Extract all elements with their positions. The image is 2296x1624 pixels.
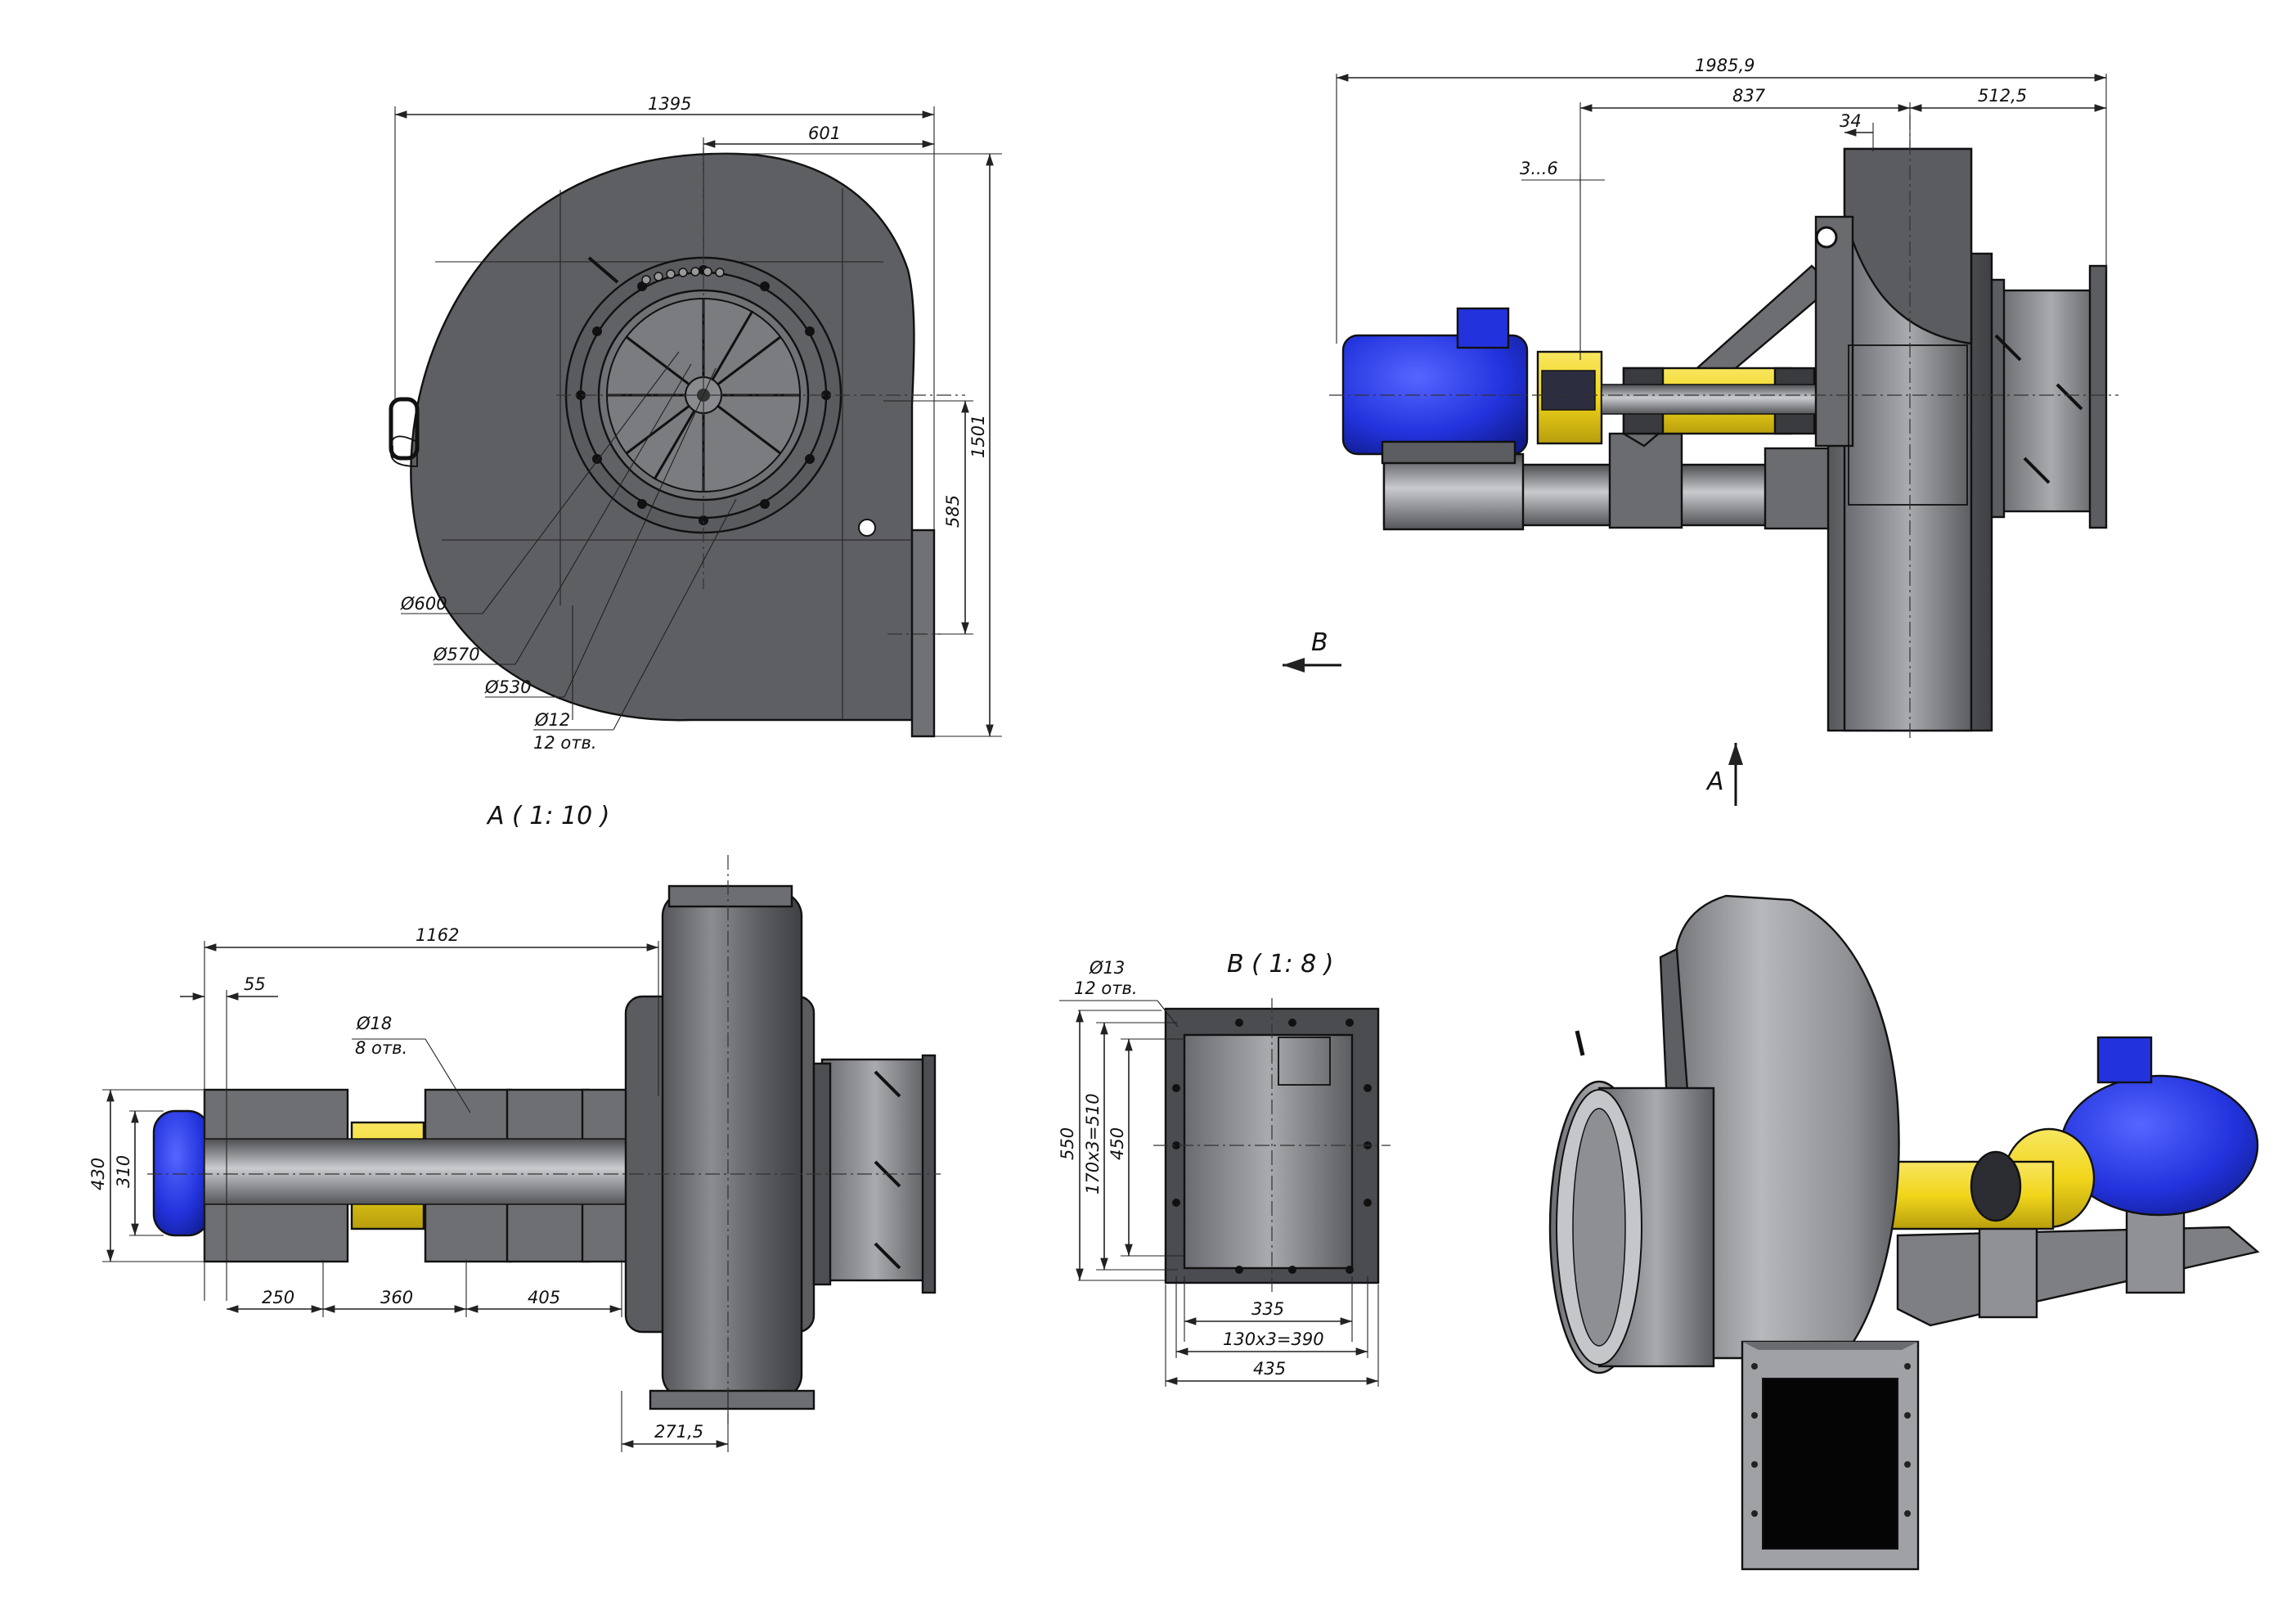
base-block-1 [1382, 452, 1525, 531]
motor-end-blue [152, 1109, 211, 1237]
shaft-a [204, 1138, 663, 1205]
dim-front-1501: 1501 [968, 415, 988, 458]
dim-front-585: 585 [943, 495, 963, 528]
dim-side-1985: 1985,9 [1695, 56, 1755, 75]
view-label-a: A [1705, 767, 1724, 796]
render-inlet-inner [1572, 1108, 1626, 1347]
lifting-eye [1815, 226, 1838, 249]
dim-b-d13: Ø13 [1089, 958, 1125, 978]
scroll-top-a [667, 884, 793, 908]
inlet-cone [1998, 289, 2104, 513]
shaft [1601, 384, 1848, 415]
dim-a-8holes: 8 отв. [355, 1038, 407, 1058]
dim-a-55: 55 [244, 974, 266, 994]
scroll-panel [1848, 344, 1968, 506]
drain-hole [858, 519, 876, 537]
coupling-hub [1541, 370, 1596, 411]
motor-feet [1381, 440, 1516, 465]
scroll-top-profile [1843, 147, 1973, 345]
inlet-flange-l [1990, 278, 2006, 519]
dim-side-3-6: 3...6 [1520, 159, 1558, 178]
dim-a-271: 271,5 [654, 1422, 703, 1442]
dim-b-510: 170x3=510 [1083, 1093, 1103, 1194]
outlet-notch-b [1278, 1037, 1331, 1086]
fan-assembly-3d-render [1548, 894, 2260, 1571]
dim-b-335: 335 [1251, 1299, 1284, 1319]
dim-side-837: 837 [1732, 86, 1766, 106]
dim-a-360: 360 [380, 1288, 413, 1307]
dim-b-390: 130x3=390 [1223, 1329, 1324, 1349]
side-bracket [1814, 215, 1854, 448]
render-base [1896, 1226, 2260, 1327]
render-outlet-opening [1762, 1378, 1898, 1550]
dim-a-310: 310 [114, 1155, 133, 1188]
render-support-2 [2125, 1201, 2186, 1294]
dim-front-601: 601 [808, 124, 841, 143]
front-view: 1395 601 1501 585 Ø600 Ø570 Ø530 Ø12 12 … [389, 94, 1002, 753]
inlet-flange-r [2088, 264, 2108, 529]
view-a-title: A ( 1: 10 ) [486, 802, 609, 830]
dim-12-holes: 12 отв. [533, 733, 597, 753]
dim-d570: Ø570 [433, 645, 480, 664]
dim-a-250: 250 [262, 1288, 294, 1307]
dim-b-435: 435 [1253, 1359, 1286, 1379]
dim-b-12holes: 12 отв. [1074, 978, 1138, 998]
view-a: A ( 1: 10 ) 1162 55 Ø18 [88, 802, 941, 1452]
base-block-2 [1608, 432, 1683, 529]
motor-terminal-box [1456, 307, 1510, 349]
view-b-title: B ( 1: 8 ) [1227, 950, 1333, 978]
dim-front-width: 1395 [648, 94, 691, 114]
dim-a-d18: Ø18 [356, 1014, 392, 1033]
dim-d600: Ø600 [400, 594, 447, 614]
dim-b-550: 550 [1058, 1127, 1077, 1160]
dim-a-405: 405 [528, 1288, 560, 1307]
dim-b-450: 450 [1108, 1127, 1127, 1160]
dim-a-1162: 1162 [416, 925, 459, 945]
outlet-bolts-b [1172, 1019, 1372, 1274]
side-view: 1985,9 837 512,5 34 3...6 B A [1283, 56, 2119, 806]
view-label-b: B [1311, 628, 1328, 657]
dim-side-512: 512,5 [1978, 86, 2027, 106]
lifting-lug [389, 397, 420, 461]
dim-d12: Ø12 [534, 710, 570, 730]
view-b: B ( 1: 8 ) 550 170x3=510 450 Ø13 12 отв. [1058, 950, 1391, 1387]
inlet-a [820, 1058, 930, 1282]
dim-side-34: 34 [1840, 111, 1862, 131]
scroll-bottom-a [649, 1389, 816, 1410]
outlet-flange [910, 529, 936, 738]
outlet-opening-b [1183, 1033, 1354, 1270]
render-outlet-lip [1742, 1342, 1918, 1350]
base-block-3 [1764, 447, 1837, 530]
dim-d530: Ø530 [484, 677, 532, 697]
render-bearing [1970, 1150, 2022, 1222]
render-motor-box [2096, 1036, 2153, 1084]
scroll-drum-a [661, 890, 803, 1401]
dim-a-430: 430 [88, 1158, 108, 1190]
